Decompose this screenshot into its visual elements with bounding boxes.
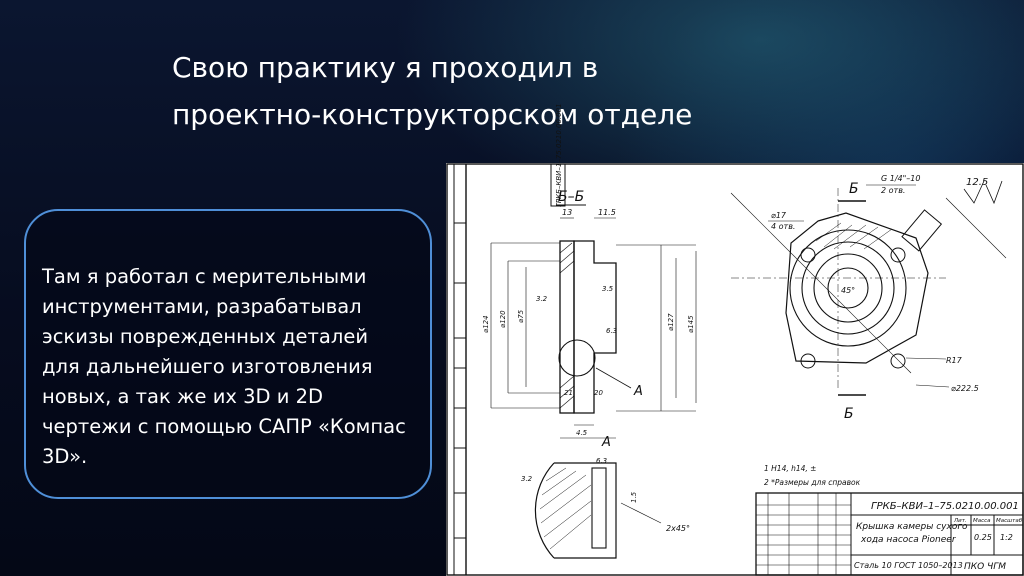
dim-r17: R17 [946,356,963,365]
dim-3-2: 3.2 [536,295,548,303]
section-bb-label: Б–Б [558,189,584,205]
dim-13: 13 [562,208,572,217]
dim-d120: ⌀120 [499,310,507,328]
text-box-body: Там я работал с мерительными инструмента… [42,265,406,468]
scale-value: 1:2 [1000,533,1013,542]
view-a-label: А [601,435,611,450]
rotated-code: ГРКБ–КВИ–1–75.0210.00.001 [555,103,563,207]
dim-d127: ⌀127 [667,313,675,331]
mass-value: 0.25 [974,533,992,542]
material: Сталь 10 ГОСТ 1050–2013 [854,561,963,570]
mark-b-bottom: Б [844,406,854,422]
holes-note: ⌀17 [771,211,787,220]
holes-note-2: 4 отв. [771,222,795,231]
note-1: 1 H14, h14, ± [764,464,816,473]
thread-note: G 1/4"–10 [881,174,920,183]
part-name-2: хода насоса Pioneer [860,535,957,545]
part-name-1: Крышка камеры сухого [856,522,968,532]
roughness-value: 12.5 [966,177,988,188]
dim-d145: ⌀145 [687,315,695,333]
leader-a-label: A [633,384,643,399]
dim-a-3-2: 3.2 [521,475,533,483]
dim-chamfer: 2х45° [666,524,690,533]
dim-d75: ⌀75 [517,309,525,323]
scale-label: Масштаб [996,518,1023,524]
technical-drawing: ГРКБ–КВИ–1–75.0210.00.001 Б–Б 13 11.5 3.… [446,103,1024,576]
lit-label: Лит. [953,518,967,524]
mark-b-top: Б [849,181,859,197]
thread-note-2: 2 отв. [881,186,905,195]
dim-21: 21 [564,389,573,397]
slide-title: Свою практику я проходил в проектно-конс… [172,51,693,131]
dim-11-5: 11.5 [598,208,616,217]
dim-d222: ⌀222.5 [951,384,979,393]
dim-d124: ⌀124 [482,315,490,333]
stamp-code: ГРКБ–КВИ–1–75.0210.00.001 [871,501,1019,512]
text-box: Там я работал с мерительными инструмента… [24,209,432,499]
dim-45deg: 45° [841,286,855,295]
org-name: ПКО ЧГМ [964,562,1006,572]
dim-4-5: 4.5 [576,429,588,437]
note-2: 2 *Размеры для справок [764,478,861,487]
mass-label: Масса [973,518,991,524]
dim-a-1-5: 1.5 [630,491,638,503]
dim-a-6-3: 6.3 [596,457,607,465]
dim-6-3: 6.3 [606,327,617,335]
dim-3-5: 3.5 [602,285,614,293]
dim-20: 20 [594,389,603,397]
